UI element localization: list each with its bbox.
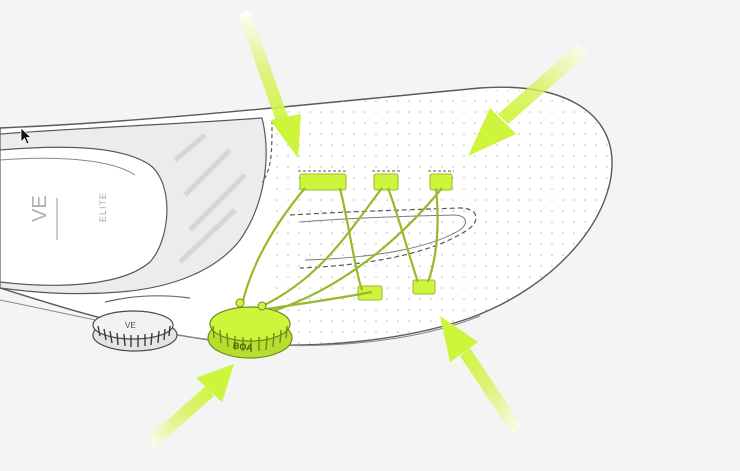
lace-guide-top-1 xyxy=(299,173,347,191)
boa-dial-top xyxy=(209,306,291,342)
pressure-arrows xyxy=(147,10,588,448)
lace-guide-bottom-2 xyxy=(412,279,436,295)
rear-dial-text: VE xyxy=(125,321,136,330)
mouse-pointer-icon xyxy=(20,127,33,145)
arrow-bottom-right xyxy=(440,316,522,434)
rear-dial: VE xyxy=(92,295,191,352)
lace-strand-6 xyxy=(269,187,443,314)
arrow-top-left xyxy=(238,10,301,158)
lace-guide-top-2 xyxy=(373,173,399,191)
tongue-lace-channel-inner xyxy=(299,214,466,261)
lace-strand-7 xyxy=(261,290,373,312)
boa-dial: BOA xyxy=(207,298,293,359)
boa-dial-lace-port-2 xyxy=(257,301,267,311)
lace-guides xyxy=(298,170,454,301)
rear-dial-strap xyxy=(104,295,191,303)
tongue-stitch-outline xyxy=(261,119,273,183)
side-model-text: ELITE xyxy=(98,192,108,222)
upper-graphic-stripes xyxy=(173,133,247,264)
boa-dial-brand: BOA xyxy=(232,340,254,353)
arrow-bottom-left xyxy=(147,364,234,448)
lace-strand-4 xyxy=(386,187,420,283)
lace-strand-5 xyxy=(426,187,439,283)
boa-dial-teeth xyxy=(212,325,288,352)
upper-panel: VE ELITE xyxy=(0,117,267,295)
side-logo-text: VE xyxy=(29,195,51,222)
lace-strand-2 xyxy=(338,187,364,291)
rear-dial-top xyxy=(92,310,174,340)
boa-dial-lace-port-1 xyxy=(235,298,245,308)
tongue-lace-channel xyxy=(289,207,477,269)
laces xyxy=(240,187,443,314)
lace-strand-3 xyxy=(257,187,383,310)
rear-dial-teeth xyxy=(97,325,171,347)
arrow-top-right xyxy=(468,44,588,156)
heel-collar-opening xyxy=(0,146,168,286)
tongue-panel xyxy=(261,119,477,269)
collar-inner-line xyxy=(0,157,136,176)
lace-strand-1 xyxy=(240,187,306,306)
